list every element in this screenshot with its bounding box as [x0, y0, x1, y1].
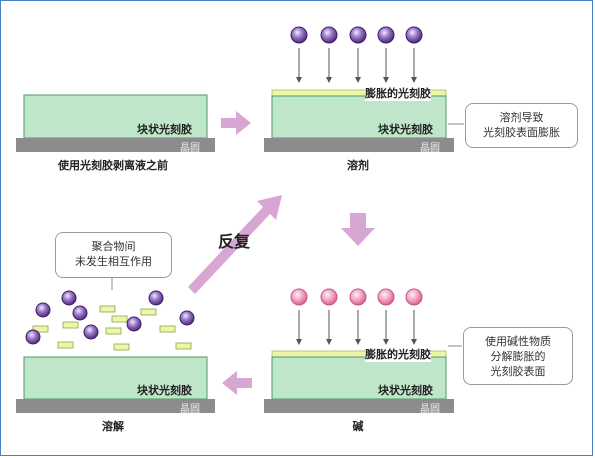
callout-line: 未发生相互作用: [75, 255, 152, 268]
panel-before: [16, 94, 215, 152]
solvent-molecule-icon: [320, 26, 338, 44]
solvent-callout: 溶剂导致 光刻胶表面膨胀: [465, 103, 578, 148]
solvent-molecule-icon: [25, 329, 41, 345]
solvent-molecule-icon: [126, 316, 142, 332]
callout-line: 使用碱性物质: [485, 335, 551, 348]
solvent-molecule-icon: [72, 305, 88, 321]
polymer-fragment: [159, 325, 176, 333]
alkali-molecule-icon: [349, 288, 367, 306]
solvent-molecule-icon: [148, 290, 164, 306]
panel-caption: 使用光刻胶剥离液之前: [58, 159, 168, 172]
wafer-layer: [264, 399, 454, 413]
bulk-resist-label: 块状光刻胶: [378, 384, 433, 397]
solvent-molecule-icon: [61, 290, 77, 306]
swollen-resist-label: 膨胀的光刻胶: [365, 346, 431, 362]
wafer-layer: [16, 138, 215, 152]
polymer-fragment: [140, 308, 157, 316]
alkali-molecule-icon: [320, 288, 338, 306]
polymer-fragment: [175, 342, 192, 350]
right-arrow-icon: [221, 111, 251, 135]
diagonal-arrow-icon: [188, 195, 282, 294]
solvent-molecule-icon: [83, 324, 99, 340]
panel-caption: 溶剂: [347, 159, 369, 172]
solvent-molecule-icon: [290, 26, 308, 44]
alkali-molecules: [290, 288, 423, 345]
polymer-fragment: [113, 343, 130, 351]
bulk-resist-block: [271, 95, 447, 139]
panel-alkali: [264, 288, 462, 413]
wafer-layer: [16, 399, 215, 413]
callout-line: 分解膨胀的: [490, 350, 546, 363]
down-arrow-icon: [341, 213, 375, 246]
panel-solvent: [264, 26, 464, 152]
solvent-molecule-icon: [377, 26, 395, 44]
solvent-molecule-icon: [405, 26, 423, 44]
alkali-molecule-icon: [290, 288, 308, 306]
callout-line: 溶剂导致: [499, 111, 544, 124]
solvent-molecules: [290, 26, 423, 83]
alkali-callout: 使用碱性物质 分解膨胀的 光刻胶表面: [463, 327, 573, 385]
bulk-resist-block: [23, 356, 208, 400]
panel-dissolve: [16, 278, 215, 413]
polymer-fragment: [57, 341, 74, 349]
callout-line: 光刻胶表面膨胀: [483, 126, 560, 139]
solvent-molecule-icon: [179, 310, 195, 326]
wafer-label: 晶圆: [180, 404, 200, 415]
callout-line: 聚合物间: [91, 240, 136, 253]
polymer-fragment: [99, 305, 116, 313]
solvent-molecule-icon: [349, 26, 367, 44]
bulk-resist-block: [271, 356, 447, 400]
solvent-molecule-icon: [35, 302, 51, 318]
alkali-molecule-icon: [377, 288, 395, 306]
polymer-fragment: [32, 325, 49, 333]
panel-caption: 碱: [352, 420, 364, 433]
alkali-molecule-icon: [405, 288, 423, 306]
dissolved-polymer-fragments: [25, 290, 195, 351]
polymer-fragment: [111, 315, 128, 323]
polymer-callout: 聚合物间 未发生相互作用: [55, 232, 172, 278]
wafer-label: 晶圆: [420, 143, 440, 154]
repeat-label: 反复: [218, 232, 251, 251]
bulk-resist-label: 块状光刻胶: [137, 123, 192, 136]
callout-line: 光刻胶表面: [490, 365, 546, 378]
left-arrow-icon: [222, 371, 252, 395]
wafer-label: 晶圆: [180, 143, 200, 154]
polymer-fragment: [105, 327, 122, 335]
wafer-label: 晶圆: [420, 404, 440, 415]
bulk-resist-label: 块状光刻胶: [378, 123, 433, 136]
panel-caption: 溶解: [102, 420, 124, 433]
swollen-resist-label: 膨胀的光刻胶: [365, 85, 431, 101]
process-arrows: [188, 111, 375, 395]
wafer-layer: [264, 138, 454, 152]
polymer-fragment: [62, 321, 79, 329]
bulk-resist-label: 块状光刻胶: [137, 384, 192, 397]
